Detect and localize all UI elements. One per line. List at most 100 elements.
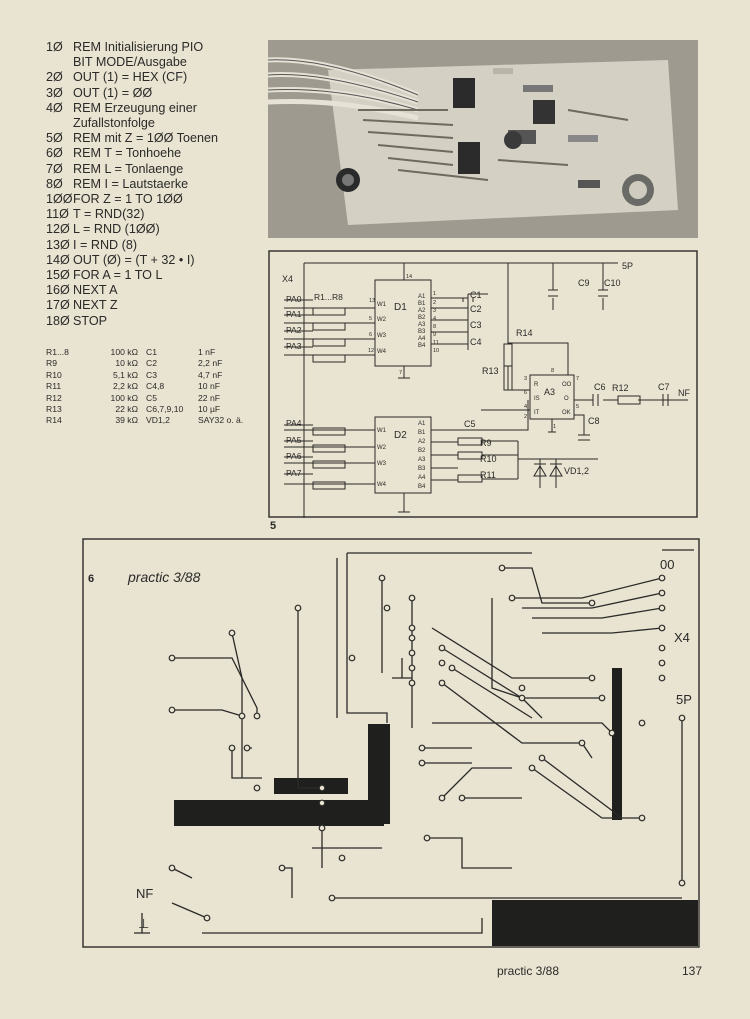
pin-number: 1 xyxy=(433,291,436,297)
cap-c4: C4 xyxy=(470,337,482,347)
pcb-label-ground: ⊥ xyxy=(138,916,149,931)
schem-pa4: PA4 xyxy=(286,418,302,428)
res-r11: R11 xyxy=(480,470,496,480)
pin-number: 6 xyxy=(369,332,372,338)
schem-pa2: PA2 xyxy=(286,325,302,335)
d2-b3: B3 xyxy=(418,466,426,472)
circuit-board-photo xyxy=(268,40,698,238)
pin-number: 4 xyxy=(524,404,527,410)
d1-w2: W2 xyxy=(377,317,387,323)
cap-c3: C3 xyxy=(470,320,482,330)
listing-line: Zufallstonfolge xyxy=(73,116,155,131)
schem-5p: 5P xyxy=(622,261,633,271)
schem-r1-r8: R1...R8 xyxy=(314,292,343,302)
schem-pa5: PA5 xyxy=(286,435,302,445)
d2-w1: W1 xyxy=(377,428,387,434)
cap-c9: C9 xyxy=(578,278,590,288)
schem-d2: D2 xyxy=(394,430,407,441)
pin-number: 13 xyxy=(369,298,375,304)
a3-pin-ok: OK xyxy=(562,410,571,416)
cap-c7: C7 xyxy=(658,382,670,392)
d1-b3: B3 xyxy=(418,329,426,335)
cap-c8: C8 xyxy=(588,416,600,426)
res-r14: R14 xyxy=(516,328,533,338)
res-r9: R9 xyxy=(480,438,492,448)
pin-number: 4 xyxy=(433,316,436,322)
pin-number: 9 xyxy=(433,332,436,338)
listing-line: BIT MODE/Ausgabe xyxy=(73,55,187,70)
cap-c10: C10 xyxy=(604,278,621,288)
d2-a3: A3 xyxy=(418,457,426,463)
pin-number: 8 xyxy=(433,324,436,330)
pin-number: 14 xyxy=(406,274,412,280)
cap-c6: C6 xyxy=(594,382,606,392)
schem-x4: X4 xyxy=(282,274,293,284)
pcb-caption: practic 3/88 xyxy=(127,569,201,585)
pin-number: 11 xyxy=(433,340,439,346)
d2-a2: A2 xyxy=(418,439,426,445)
pin-number: 5 xyxy=(369,316,372,322)
schem-pa7: PA7 xyxy=(286,468,302,478)
pin-number: 3 xyxy=(433,308,436,314)
schem-pa0: PA0 xyxy=(286,294,302,304)
diode-vd12: VD1,2 xyxy=(564,466,589,476)
pin-number: 7 xyxy=(399,370,402,376)
d2-w4: W4 xyxy=(377,482,387,488)
a3-pin-it: IT xyxy=(534,410,540,416)
d2-b4: B4 xyxy=(418,484,426,490)
pcb-layout: 6 practic 3/88 00 X4 5P NF ⊥ xyxy=(82,538,700,948)
d1-w1: W1 xyxy=(377,302,387,308)
d2-w2: W2 xyxy=(377,445,387,451)
pcb-figure-number: 6 xyxy=(88,573,94,585)
pin-number: 7 xyxy=(576,376,579,382)
d2-a1: A1 xyxy=(418,421,426,427)
d2-b2: B2 xyxy=(418,448,426,454)
d1-a2: A2 xyxy=(418,308,426,314)
page-number: 137 xyxy=(682,964,703,978)
d1-b2: B2 xyxy=(418,315,426,321)
d1-w3: W3 xyxy=(377,333,387,339)
schem-pa3: PA3 xyxy=(286,341,302,351)
pin-number: 2 xyxy=(433,300,436,306)
pcb-label-nf: NF xyxy=(136,886,153,901)
a3-pin-o: O xyxy=(564,396,569,402)
res-r13: R13 xyxy=(482,366,499,376)
d1-a3: A3 xyxy=(418,322,426,328)
schem-a3: A3 xyxy=(544,387,555,397)
schematic-diagram: X4 5P PA0 PA1 PA2 PA3 PA4 PA5 PA6 PA7 R1… xyxy=(268,250,698,518)
d1-b1: B1 xyxy=(418,301,426,307)
schem-nf-output: NF xyxy=(678,388,690,398)
pin-number: 10 xyxy=(433,348,439,354)
pcb-label-00: 00 xyxy=(660,557,674,572)
d1-w4: W4 xyxy=(377,349,387,355)
schem-pa1: PA1 xyxy=(286,309,302,319)
pin-number: 2 xyxy=(524,414,527,420)
res-r12: R12 xyxy=(612,383,629,393)
pin-number: 3 xyxy=(524,376,527,382)
a3-pin-r: R xyxy=(534,382,539,388)
